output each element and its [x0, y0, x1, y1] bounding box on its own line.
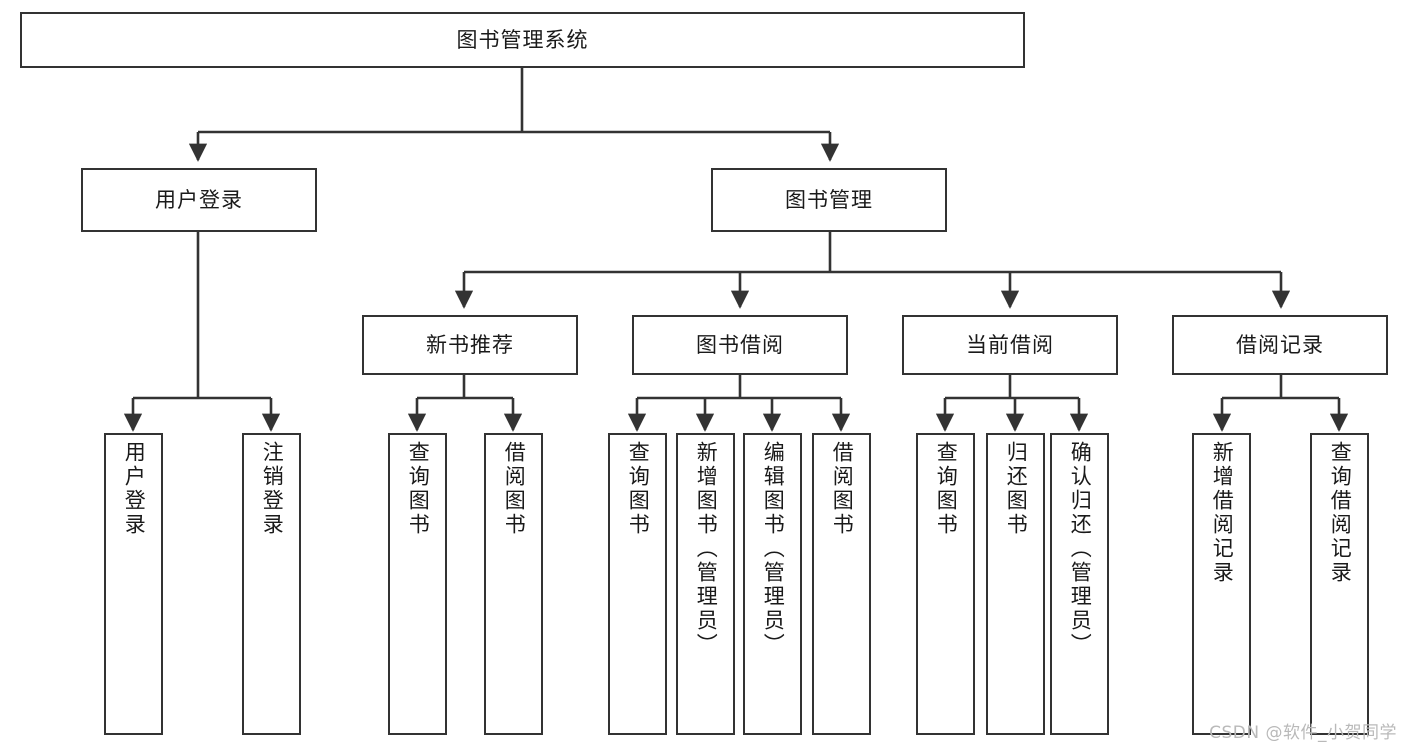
node-borrow-record[interactable]: 借阅记录	[1172, 315, 1388, 375]
leaf-current-borrow-confirm-label: 确认归还（管理员）	[1068, 441, 1093, 657]
node-book-management-label: 图书管理	[785, 187, 873, 212]
node-current-borrow[interactable]: 当前借阅	[902, 315, 1118, 375]
leaf-current-borrow-query-label: 查询图书	[934, 441, 959, 537]
leaf-book-borrow-query-label: 查询图书	[626, 441, 651, 537]
node-current-borrow-label: 当前借阅	[966, 332, 1054, 357]
leaf-user-login-login-label: 用户登录	[122, 441, 147, 537]
node-root[interactable]: 图书管理系统	[20, 12, 1025, 68]
leaf-current-borrow-return[interactable]: 归还图书	[986, 433, 1045, 735]
leaf-borrow-record-add[interactable]: 新增借阅记录	[1192, 433, 1251, 735]
node-book-borrow[interactable]: 图书借阅	[632, 315, 848, 375]
node-root-label: 图书管理系统	[456, 27, 589, 52]
leaf-user-login-logout-label: 注销登录	[260, 441, 285, 537]
node-book-borrow-label: 图书借阅	[696, 332, 784, 357]
leaf-book-borrow-query[interactable]: 查询图书	[608, 433, 667, 735]
leaf-new-book-borrow[interactable]: 借阅图书	[484, 433, 543, 735]
leaf-current-borrow-return-label: 归还图书	[1004, 441, 1029, 537]
leaf-borrow-record-add-label: 新增借阅记录	[1210, 441, 1235, 585]
node-user-login[interactable]: 用户登录	[81, 168, 317, 232]
leaf-book-borrow-add-label: 新增图书（管理员）	[694, 441, 719, 657]
leaf-user-login-logout[interactable]: 注销登录	[242, 433, 301, 735]
node-new-book-recommend[interactable]: 新书推荐	[362, 315, 578, 375]
node-user-login-label: 用户登录	[155, 187, 243, 212]
leaf-new-book-query-label: 查询图书	[406, 441, 431, 537]
leaf-book-borrow-borrow-label: 借阅图书	[830, 441, 855, 537]
leaf-book-borrow-borrow[interactable]: 借阅图书	[812, 433, 871, 735]
node-borrow-record-label: 借阅记录	[1236, 332, 1324, 357]
leaf-new-book-borrow-label: 借阅图书	[502, 441, 527, 537]
leaf-book-borrow-edit[interactable]: 编辑图书（管理员）	[743, 433, 802, 735]
node-book-management[interactable]: 图书管理	[711, 168, 947, 232]
leaf-new-book-query[interactable]: 查询图书	[388, 433, 447, 735]
leaf-book-borrow-add[interactable]: 新增图书（管理员）	[676, 433, 735, 735]
leaf-current-borrow-confirm[interactable]: 确认归还（管理员）	[1050, 433, 1109, 735]
leaf-borrow-record-query-label: 查询借阅记录	[1328, 441, 1353, 585]
leaf-borrow-record-query[interactable]: 查询借阅记录	[1310, 433, 1369, 735]
leaf-user-login-login[interactable]: 用户登录	[104, 433, 163, 735]
csdn-watermark: CSDN @软件_小贺同学	[1209, 723, 1397, 743]
leaf-current-borrow-query[interactable]: 查询图书	[916, 433, 975, 735]
leaf-book-borrow-edit-label: 编辑图书（管理员）	[761, 441, 786, 657]
node-new-book-recommend-label: 新书推荐	[426, 332, 514, 357]
